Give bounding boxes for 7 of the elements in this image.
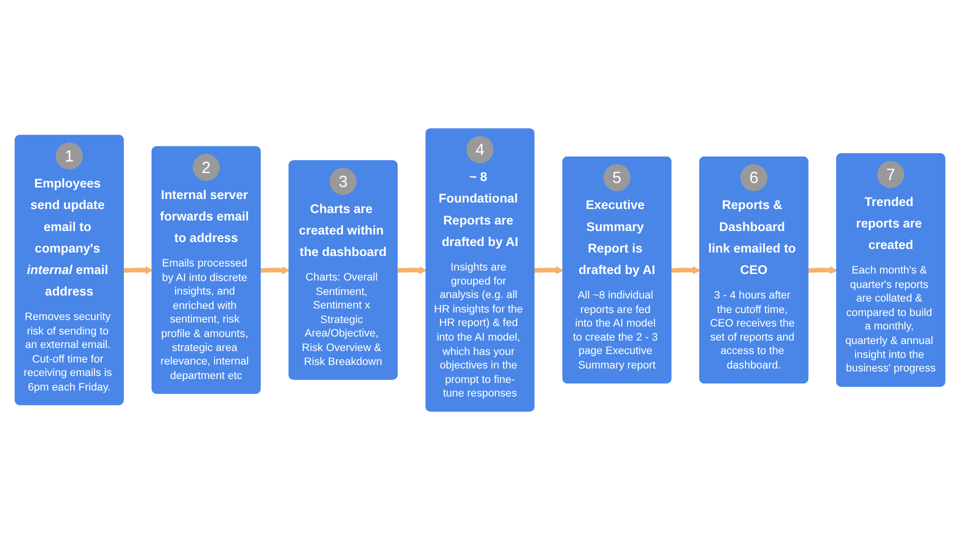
arrow <box>671 266 701 274</box>
arrow <box>260 266 290 274</box>
arrow <box>808 266 838 274</box>
arrow <box>124 266 153 274</box>
arrow <box>534 266 564 274</box>
arrow <box>398 266 427 274</box>
flow-diagram: 1 Employees send update email to company's internal email address Removes security risk of sending to an external email. Cut-off time for receiving emails is 6pm each Friday. 2 Internal server forwards email to address Emails processed by AI into discrete insights, and enriched with sentiment, risk profile & amounts, strategic area relevance, internal department etc 3 Charts are created within the dashboard Charts: Overall Sentiment, Sentiment x Strategic Area/Objective, Risk Overview & Risk Breakdown 4 ~ 8 Foundational Reports are drafted by AI Insights are grouped for analysis (e.g. all HR insights for the HR report) & fed into the AI model, which has your objectives in the prompt to fine-tune responses 5 Executive Summary Report is drafted by AI All ~8 individual reports are fed into the AI model to create the 2 - 3 page Executive Summary report 6 Reports & Dashboard link emailed to CEO 3 - 4 hours after the cutoff time, CEO receives the set of reports and access to the dashboard. 7 Trended reports are created Each month's & quarter's reports are collated & compared to build a monthly, quarterly & annual insight into the business' progress <box>8 8 952 532</box>
